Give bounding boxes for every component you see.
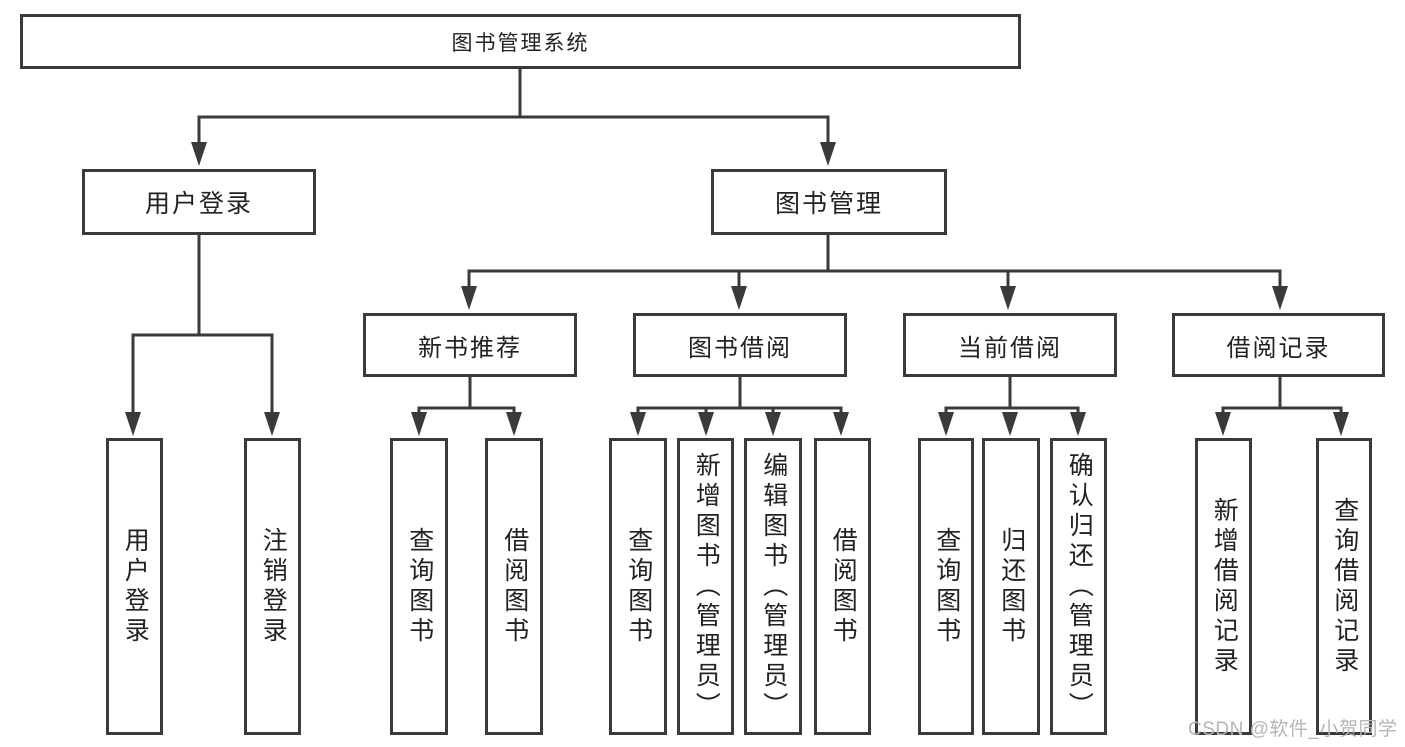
leaf-query-books-current: 查询图书 bbox=[918, 438, 974, 735]
leaf-query-books-recommend: 查询图书 bbox=[390, 438, 448, 735]
leaf-confirm-return-admin: 确认归还（管理员） bbox=[1050, 438, 1107, 735]
leaf-add-book-admin: 新增图书（管理员） bbox=[677, 438, 734, 735]
node-borrow-records-label: 借阅记录 bbox=[1226, 334, 1331, 362]
node-new-book-recommend-label: 新书推荐 bbox=[418, 334, 522, 362]
leaf-borrow-books-borrow: 借阅图书 bbox=[814, 438, 871, 735]
leaf-return-book: 归还图书 bbox=[982, 438, 1040, 735]
leaf-add-book-admin-label: 新增图书（管理员） bbox=[692, 451, 721, 722]
node-root-label: 图书管理系统 bbox=[451, 31, 590, 55]
node-borrow-records: 借阅记录 bbox=[1172, 313, 1385, 377]
leaf-borrow-books-borrow-label: 借阅图书 bbox=[829, 526, 858, 647]
leaf-logout-label: 注销登录 bbox=[259, 526, 288, 647]
node-user-login-label: 用户登录 bbox=[144, 190, 253, 218]
node-root: 图书管理系统 bbox=[20, 14, 1021, 69]
node-current-borrow-label: 当前借阅 bbox=[958, 334, 1062, 362]
leaf-borrow-books-recommend: 借阅图书 bbox=[485, 438, 543, 735]
leaf-query-books-borrow: 查询图书 bbox=[609, 438, 667, 735]
node-current-borrow: 当前借阅 bbox=[903, 313, 1117, 377]
leaf-query-borrow-record-label: 查询借阅记录 bbox=[1330, 496, 1359, 677]
node-book-borrow: 图书借阅 bbox=[633, 313, 847, 377]
node-book-mgmt-label: 图书管理 bbox=[774, 190, 883, 218]
node-user-login: 用户登录 bbox=[82, 169, 316, 235]
leaf-add-borrow-record-label: 新增借阅记录 bbox=[1210, 496, 1239, 677]
leaf-query-books-borrow-label: 查询图书 bbox=[624, 526, 653, 647]
leaf-confirm-return-admin-label: 确认归还（管理员） bbox=[1065, 451, 1094, 722]
csdn-watermark: CSDN @软件_小贺同学 bbox=[1188, 719, 1398, 740]
leaf-add-borrow-record: 新增借阅记录 bbox=[1195, 438, 1252, 735]
node-book-mgmt: 图书管理 bbox=[711, 169, 947, 235]
leaf-user-login-label: 用户登录 bbox=[121, 526, 150, 647]
leaf-borrow-books-recommend-label: 借阅图书 bbox=[500, 526, 529, 647]
node-book-borrow-label: 图书借阅 bbox=[688, 334, 792, 362]
node-new-book-recommend: 新书推荐 bbox=[363, 313, 577, 377]
leaf-user-login: 用户登录 bbox=[106, 438, 163, 735]
leaf-logout: 注销登录 bbox=[244, 438, 301, 735]
leaf-edit-book-admin: 编辑图书（管理员） bbox=[744, 438, 802, 735]
leaf-query-books-recommend-label: 查询图书 bbox=[405, 526, 434, 647]
leaf-return-book-label: 归还图书 bbox=[997, 526, 1026, 647]
leaf-query-books-current-label: 查询图书 bbox=[932, 526, 961, 647]
leaf-query-borrow-record: 查询借阅记录 bbox=[1316, 438, 1372, 735]
leaf-edit-book-admin-label: 编辑图书（管理员） bbox=[759, 451, 788, 722]
